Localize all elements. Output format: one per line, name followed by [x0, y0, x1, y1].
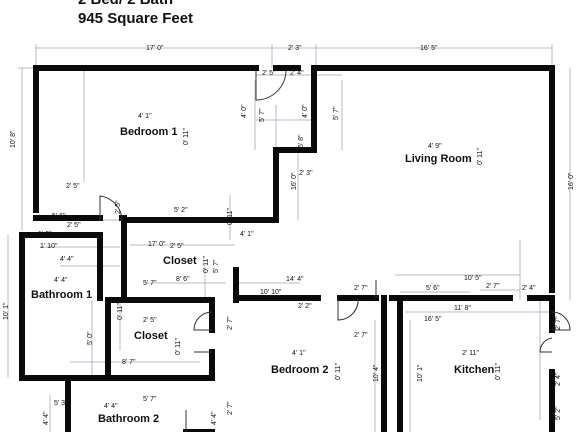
room-label-closet2: Closet: [134, 330, 168, 342]
dim-label: 2' 7": [227, 401, 234, 415]
dim-label: 2' 4": [290, 70, 304, 77]
dim-label: 5' 2": [174, 207, 188, 214]
dim-label: 1' 10": [40, 243, 58, 250]
dim-label: 2' 2": [298, 303, 312, 310]
dim-label: 17' 0": [148, 241, 166, 248]
plan-subtitle: 945 Square Feet: [78, 10, 194, 27]
dim-label: 4' 4": [54, 277, 68, 284]
dim-label: 5' 6": [52, 213, 66, 220]
dim-label: 2' 5": [262, 70, 276, 77]
dim-label: 2' 5": [67, 222, 81, 229]
dim-label: 10' 1": [417, 364, 424, 382]
dim-label: 0' 11": [477, 148, 484, 165]
dim-label: 4' 4": [211, 411, 218, 425]
dim-label: 4' 4": [104, 403, 118, 410]
dim-label: 2' 11": [462, 350, 479, 357]
dim-label: 4' 1": [240, 231, 254, 238]
dim-label: 17' 0": [146, 45, 164, 52]
dim-label: 16' 5": [424, 316, 442, 323]
door-swing: [99, 195, 123, 222]
dim-label: 5' 0": [87, 331, 94, 345]
door-swing: [193, 311, 213, 331]
plan-title: 2 Bed/ 2 Bath: [78, 0, 173, 8]
dim-label: 14' 4": [286, 276, 304, 283]
dim-label: 16' 0": [291, 172, 298, 190]
dim-label: 4' 0": [302, 104, 309, 118]
dim-label: 2' 5": [115, 200, 122, 214]
dim-label: 5' 7": [143, 280, 157, 287]
door-swing: [539, 337, 553, 353]
dim-label: 4' 9": [428, 143, 442, 150]
dim-label: 11' 8": [454, 305, 471, 312]
dim-label: 4' 4": [43, 411, 50, 425]
dim-label: 2' 7": [486, 283, 500, 290]
dim-label: 8' 6": [176, 276, 190, 283]
dim-label: 16' 0": [568, 172, 575, 190]
dim-label: 2' 4": [555, 372, 562, 386]
dim-label: 5' 3": [54, 400, 68, 407]
dim-label: 2' 5": [66, 183, 80, 190]
room-label-bathroom2: Bathroom 2: [98, 413, 159, 425]
dim-label: 16' 5": [420, 45, 438, 52]
dim-label: 2' 7": [354, 285, 368, 292]
dimension-labels: 17' 0" 2' 3" 16' 5" 4' 1" 4' 9" 2' 5" 5'…: [38, 45, 536, 410]
dim-label: 1' 9": [38, 231, 52, 238]
dim-label: 0' 11": [183, 128, 190, 145]
dim-label: 5' 7": [259, 108, 266, 122]
dim-label: 5' 7": [333, 106, 340, 120]
dim-label: 4' 1": [138, 113, 152, 120]
dim-label: 5' 2": [555, 406, 562, 420]
dim-label: 10' 8": [10, 130, 17, 148]
door-swings: [99, 70, 571, 432]
dim-label: 0' 11": [117, 303, 124, 320]
room-label-bedroom2: Bedroom 2: [271, 364, 328, 376]
room-label-kitchen: Kitchen: [454, 364, 495, 376]
dim-label: 4' 0": [241, 104, 248, 118]
dim-label: 6' 8": [298, 134, 305, 148]
dim-label: 10' 4": [373, 364, 380, 382]
dim-label: 2' 5": [170, 243, 184, 250]
dim-label: 5' 6": [426, 285, 440, 292]
door-swing: [337, 297, 359, 321]
dim-label: 10' 1": [3, 302, 10, 320]
dim-label: 4' 4": [60, 256, 74, 263]
dim-label: 2' 7": [555, 316, 562, 330]
room-label-closet1: Closet: [163, 255, 197, 267]
dim-label: 5' 7": [143, 396, 157, 403]
dim-label: 10' 5": [464, 275, 482, 282]
dimension-labels-vertical: 10' 8" 16' 0" 0' 11" 0' 11" 4' 0" 5' 7" …: [3, 104, 575, 425]
dim-label: 2' 4": [522, 285, 536, 292]
dim-label: 2' 7": [354, 332, 368, 339]
dim-label: 8' 7": [122, 359, 136, 366]
room-label-bedroom1: Bedroom 1: [120, 126, 177, 138]
dim-label: 4' 1": [292, 350, 306, 357]
dim-label: 0' 11": [203, 256, 210, 273]
dim-label: 0' 11": [227, 208, 234, 225]
walls: [19, 65, 555, 432]
dim-label: 2' 7": [227, 316, 234, 330]
room-label-living-room: Living Room: [405, 153, 472, 165]
dim-label: 0' 11": [175, 338, 182, 355]
dim-label: 0' 11": [495, 363, 502, 380]
dimension-guides: [7, 44, 571, 432]
door-swing: [551, 311, 571, 331]
dim-label: 0' 11": [335, 363, 342, 380]
dim-label: 10' 10": [260, 289, 282, 296]
dim-label: 2' 3": [299, 170, 313, 177]
dim-label: 2' 5": [143, 317, 157, 324]
door-swing: [255, 70, 287, 101]
dim-label: 5' 7": [213, 259, 220, 273]
room-label-bathroom1: Bathroom 1: [31, 289, 92, 301]
dim-label: 2' 3": [288, 45, 302, 52]
